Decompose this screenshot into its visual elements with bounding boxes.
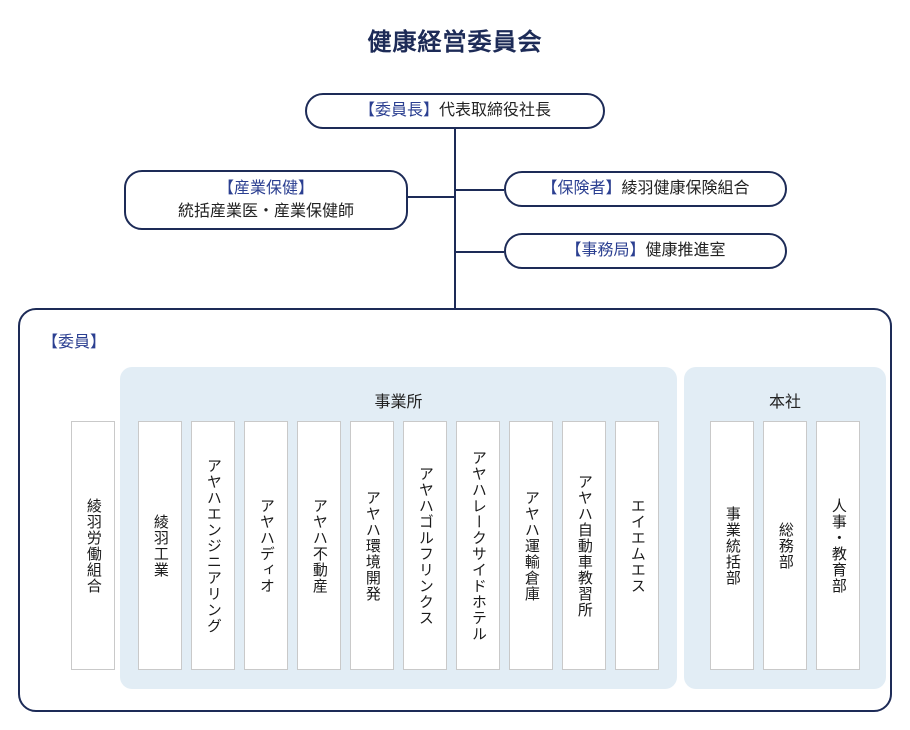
unit-label: アヤハ運輸倉庫 [522, 489, 540, 602]
node-secretariat[interactable]: 【事務局】健康推進室 [504, 233, 787, 269]
node-chair-tag: 【委員長】 [358, 102, 439, 120]
page-title: 健康経営委員会 [367, 29, 543, 56]
node-chair[interactable]: 【委員長】代表取締役社長 [305, 93, 605, 129]
unit-column[interactable]: アヤハ運輸倉庫 [509, 421, 553, 670]
unit-column[interactable]: アヤハディオ [244, 421, 288, 670]
unit-label: アヤハディオ [257, 497, 275, 594]
unit-column[interactable]: アヤハ環境開発 [350, 421, 394, 670]
node-secretariat-text: 【事務局】健康推進室 [565, 239, 725, 262]
node-insurer-tag: 【保険者】 [541, 180, 622, 198]
group-panel-offices: 事業所 綾羽工業 アヤハエンジニアリング アヤハディオ アヤハ不動産 アヤハ環境… [120, 367, 677, 689]
unit-column[interactable]: 事業統括部 [710, 421, 754, 670]
unit-label: アヤハレークサイドホテル [469, 449, 487, 642]
group-title-offices: 事業所 [374, 394, 423, 411]
unit-label: 人事・教育部 [829, 497, 847, 594]
unit-label: アヤハエンジニアリング [204, 457, 222, 634]
unit-column[interactable]: エイエムエス [615, 421, 659, 670]
node-chair-body: 代表取締役社長 [439, 102, 552, 120]
node-occupational-health-tag: 【産業保健】 [217, 179, 314, 197]
unit-label: エイエムエス [628, 497, 646, 594]
group-title-hq: 本社 [768, 394, 801, 411]
node-occupational-health-body: 統括産業医・産業保健師 [177, 203, 354, 220]
connector-branch-left [408, 196, 456, 198]
group-columns-hq: 事業統括部 総務部 人事・教育部 [684, 421, 886, 670]
unit-label: 事業統括部 [723, 505, 741, 586]
unit-column[interactable]: アヤハゴルフリンクス [403, 421, 447, 670]
group-panel-hq: 本社 事業統括部 総務部 人事・教育部 [684, 367, 886, 689]
node-insurer-text: 【保険者】綾羽健康保険組合 [541, 177, 749, 200]
node-insurer-body: 綾羽健康保険組合 [621, 180, 750, 198]
unit-label: 綾羽工業 [151, 513, 169, 578]
node-secretariat-tag: 【事務局】 [565, 242, 646, 260]
connector-branch-right-insurer [454, 189, 504, 191]
unit-label: アヤハ自動車教習所 [575, 473, 593, 618]
unit-label: アヤハ不動産 [310, 497, 328, 594]
unit-column[interactable]: 人事・教育部 [816, 421, 860, 670]
unit-column[interactable]: 綾羽工業 [138, 421, 182, 670]
node-occupational-health[interactable]: 【産業保健】 統括産業医・産業保健師 [124, 170, 408, 230]
unit-column[interactable]: アヤハ自動車教習所 [562, 421, 606, 670]
unit-label: 綾羽労働組合 [84, 497, 102, 594]
unit-label: アヤハ環境開発 [363, 489, 381, 602]
unit-label: 総務部 [776, 521, 794, 570]
members-label: 【委員】 [42, 334, 107, 351]
members-container: 【委員】 綾羽労働組合 事業所 綾羽工業 アヤハエンジニアリング アヤハディオ … [18, 308, 892, 712]
node-secretariat-body: 健康推進室 [645, 242, 726, 260]
unit-labor-union[interactable]: 綾羽労働組合 [71, 421, 115, 670]
node-chair-text: 【委員長】代表取締役社長 [359, 99, 551, 122]
unit-label: アヤハゴルフリンクス [416, 465, 434, 626]
unit-column[interactable]: アヤハ不動産 [297, 421, 341, 670]
group-columns-offices: 綾羽工業 アヤハエンジニアリング アヤハディオ アヤハ不動産 アヤハ環境開発 ア… [120, 421, 677, 670]
unit-column[interactable]: 総務部 [763, 421, 807, 670]
connector-branch-right-secretariat [454, 251, 504, 253]
connector-trunk-vertical [454, 128, 456, 308]
node-insurer[interactable]: 【保険者】綾羽健康保険組合 [504, 171, 787, 207]
unit-column[interactable]: アヤハレークサイドホテル [456, 421, 500, 670]
unit-column[interactable]: アヤハエンジニアリング [191, 421, 235, 670]
